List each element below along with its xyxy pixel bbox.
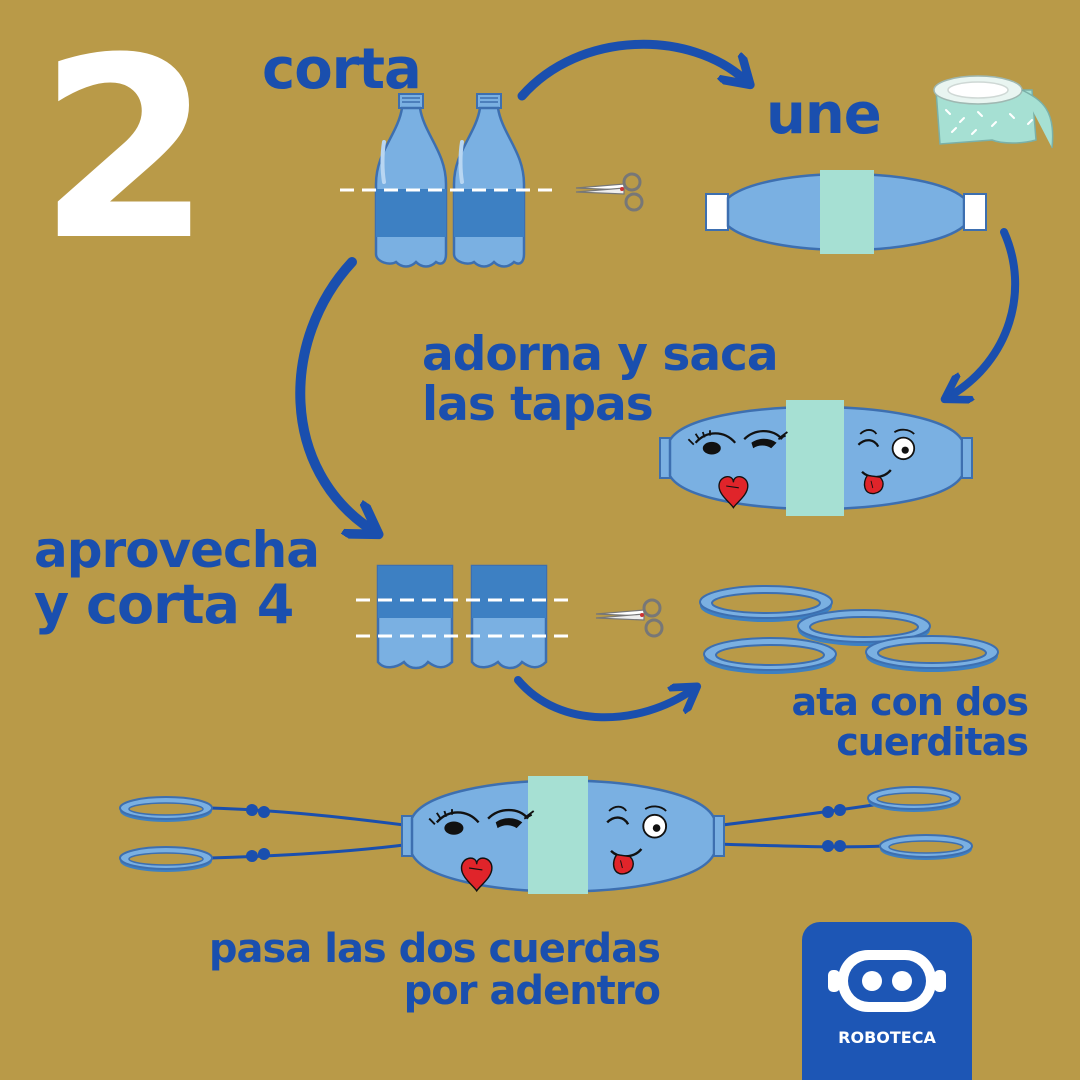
label-corta: corta [262, 37, 422, 102]
arrow-une-to-adorna [950, 228, 1020, 396]
assembled-bottle-icon [119, 776, 973, 894]
ring-icon [119, 846, 213, 873]
logo-text: ROBOTECA [838, 1028, 936, 1047]
ring-icon [867, 786, 961, 813]
label-une: une [766, 82, 882, 147]
roboteca-logo[interactable]: ROBOTECA [802, 922, 972, 1080]
tape-roll-icon [933, 75, 1054, 149]
bottle-bottom-icon [470, 564, 548, 670]
label-ata-line1: ata con dos [791, 680, 1029, 724]
label-aprovecha-line2: y corta 4 [34, 573, 294, 636]
label-ata-line2: cuerditas [836, 720, 1029, 764]
label-ata: ata con dos cuerditas [768, 680, 1029, 764]
label-pasa-line1: pasa las dos cuerdas [208, 926, 661, 972]
label-pasa-line2: por adentro [403, 968, 661, 1014]
label-pasa: pasa las dos cuerdas por adentro [130, 926, 661, 1014]
ring-icon [865, 635, 999, 673]
label-adorna-line2: las tapas [422, 377, 654, 432]
ring-icon [879, 834, 973, 861]
label-aprovecha-line1: aprovecha [34, 521, 320, 579]
scissors-icon [574, 172, 644, 212]
ring-icon [703, 637, 837, 675]
scissors-icon [594, 598, 664, 638]
ring-icon [119, 796, 213, 823]
robot-logo-icon [828, 950, 946, 1012]
label-adorna: adorna y saca las tapas [422, 327, 779, 432]
arrow-corta-to-une [517, 39, 745, 101]
arrow-aprovecha-to-rings [514, 676, 692, 722]
bottle-icon [374, 92, 448, 269]
label-adorna-line1: adorna y saca [422, 327, 779, 382]
joined-bottle-icon [705, 170, 987, 254]
label-aprovecha: aprovecha y corta 4 [34, 521, 320, 636]
bottle-icon [452, 92, 526, 269]
decorated-bottle-icon [659, 400, 973, 516]
step-number: 2 [38, 4, 212, 295]
arrow-corta-to-aprovecha [295, 257, 372, 530]
bottle-bottom-icon [376, 564, 454, 670]
